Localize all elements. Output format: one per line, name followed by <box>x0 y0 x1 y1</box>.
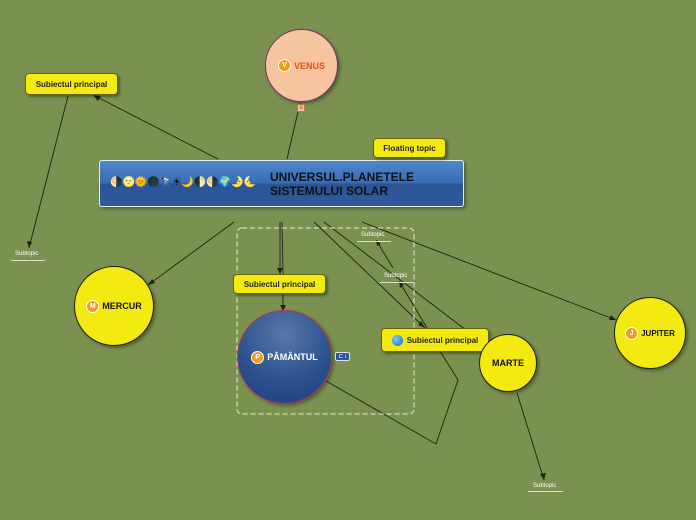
subtopic-mid-upper-underline <box>357 241 391 242</box>
venus-label: VENUS <box>293 60 325 71</box>
arrowhead-marte-subtopic <box>540 473 546 480</box>
pamantul-label: PĂMÂNTUL <box>267 352 318 362</box>
venus-note-icon[interactable]: ≡ <box>297 104 305 112</box>
central-topic-title: UNIVERSUL.PLANETELE SISTEMULUI SOLAR <box>270 170 415 198</box>
connector-marte-subtopic <box>516 392 545 481</box>
central-topic[interactable]: 🌗🌝🌞🌑🔭☀🌙🌓🌗🌍🌛🌜 UNIVERSUL.PLANETELE SISTEMU… <box>99 160 464 207</box>
pamantul-badge-icon: P <box>251 350 265 364</box>
venus-badge-icon: V <box>277 59 291 72</box>
planet-glyphs-icon: 🌗🌝🌞🌑🔭☀🌙🌓🌗🌍🌛🌜 <box>110 177 256 188</box>
arrowhead-subiect-right <box>418 321 425 328</box>
boundary-dashed <box>236 227 415 415</box>
floating-topic-label: Floating topic <box>383 143 436 153</box>
subiect-principal-middle[interactable]: Subiectul principal <box>233 274 326 294</box>
jupiter-badge-icon: J <box>625 326 639 340</box>
pamantul-node[interactable]: P PĂMÂNTUL <box>237 310 332 404</box>
connector-central-venus <box>286 102 301 160</box>
pamantul-note-icon[interactable]: ⊏ i <box>335 352 350 361</box>
floating-topic[interactable]: Floating topic <box>373 138 446 158</box>
connector-central-subiect-top-left <box>92 94 219 160</box>
connector-earth-loop <box>325 329 459 445</box>
arrowhead-earth <box>280 305 286 311</box>
jupiter-label: JUPITER <box>641 328 675 338</box>
subtopic-bottom-right-underline <box>528 491 563 492</box>
connector-central-mercur <box>147 221 235 286</box>
subtopic-mid-upper[interactable]: Subtopic <box>361 232 385 238</box>
connector-subtopic-lower <box>398 280 428 329</box>
connector-central-marte <box>323 221 467 331</box>
mercur-label: MERCUR <box>102 301 142 311</box>
connector-central-jupiter <box>361 221 617 321</box>
mercur-node[interactable]: M MERCUR <box>74 266 154 346</box>
subtopic-mid-lower[interactable]: Subtopic <box>384 273 408 279</box>
connector-subiect-subtopic-left <box>28 95 69 249</box>
subiect-principal-label: Subiectul principal <box>243 279 316 289</box>
marte-node[interactable]: MARTE <box>479 334 537 392</box>
connector-central-subiect-middle-2 <box>281 221 284 275</box>
subtopic-mid-lower-underline <box>380 282 414 283</box>
subtopic-left-underline <box>11 260 45 261</box>
subiect-principal-top-left[interactable]: Subiectul principal <box>25 73 118 95</box>
arrowhead-subiect-middle <box>277 268 283 274</box>
marte-label: MARTE <box>492 358 524 368</box>
subiect-principal-right[interactable]: Subiectul principal <box>381 328 489 352</box>
arrowhead-jupiter <box>609 315 616 320</box>
subtopic-left[interactable]: Subtopic <box>15 251 39 257</box>
mercur-badge-icon: M <box>86 299 100 313</box>
venus-node[interactable]: V VENUS <box>265 29 338 102</box>
subtopic-bottom-right[interactable]: Subtopic <box>533 483 557 489</box>
subiect-principal-label: Subiectul principal <box>35 79 108 89</box>
arrowhead-mercur <box>148 279 155 285</box>
connector-central-subiect-right <box>313 221 426 329</box>
subiect-principal-label: Subiectul principal <box>406 335 479 345</box>
arrowhead-subiect-top-left <box>93 95 101 101</box>
earth-globe-icon <box>391 334 403 346</box>
jupiter-node[interactable]: J JUPITER <box>614 297 686 369</box>
arrowhead-subtopic-left <box>27 241 32 248</box>
